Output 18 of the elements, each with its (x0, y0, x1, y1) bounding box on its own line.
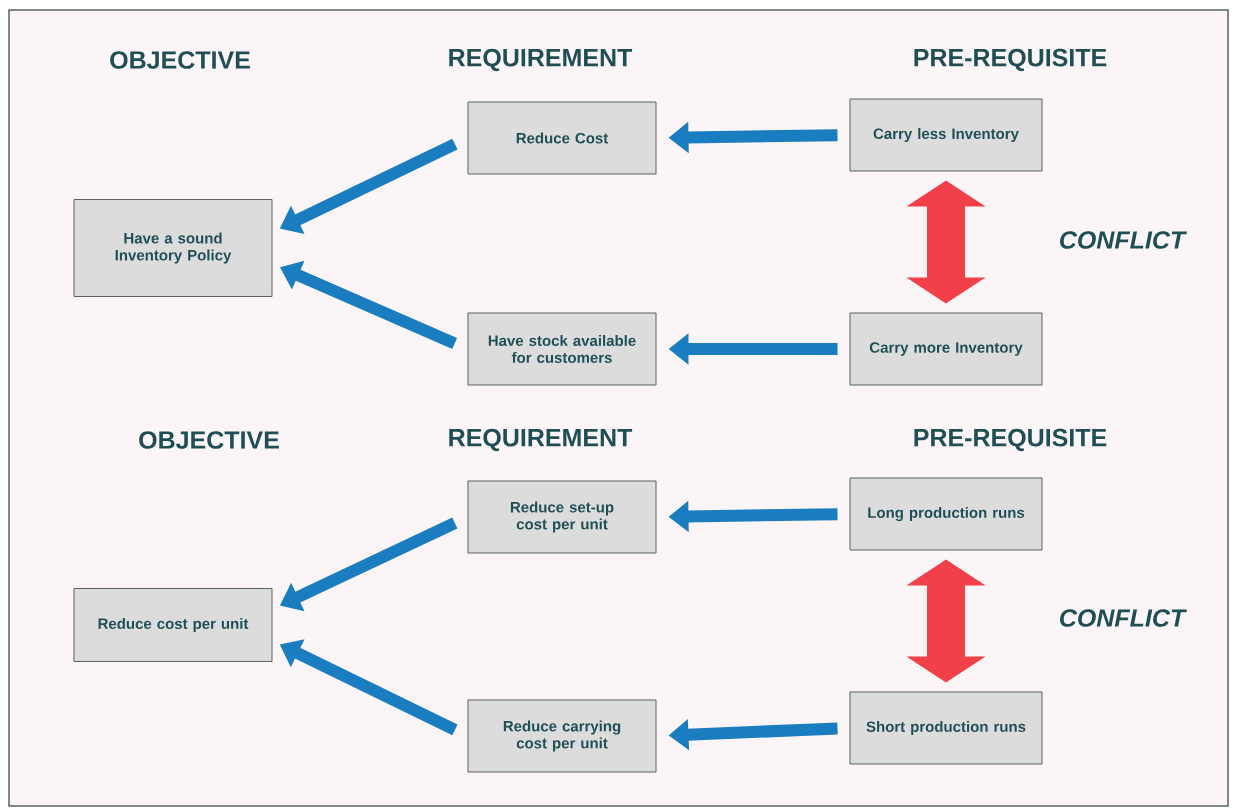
process-box: Reduce carrying cost per unit (467, 699, 657, 773)
column-heading: REQUIREMENT (449, 48, 633, 72)
column-heading: REQUIREMENT (449, 428, 633, 452)
process-box: Have a sound Inventory Policy (73, 199, 273, 297)
process-box: Carry less Inventory (849, 98, 1043, 172)
process-box: Have stock available for customers (467, 312, 657, 386)
process-box: Reduce cost per unit (73, 588, 273, 662)
process-box: Reduce set-up cost per unit (467, 480, 657, 554)
process-box: Carry more Inventory (849, 312, 1043, 386)
column-heading: OBJECTIVE (110, 51, 250, 69)
column-heading: PRE-REQUISITE (914, 48, 1107, 72)
conflict-label: CONFLICT (1060, 609, 1187, 627)
process-box: Long production runs (849, 477, 1043, 551)
column-heading: OBJECTIVE (139, 431, 279, 449)
process-box: Reduce Cost (467, 101, 657, 175)
conflict-label: CONFLICT (1060, 231, 1187, 249)
column-heading: PRE-REQUISITE (914, 428, 1107, 452)
process-box: Short production runs (849, 691, 1043, 765)
